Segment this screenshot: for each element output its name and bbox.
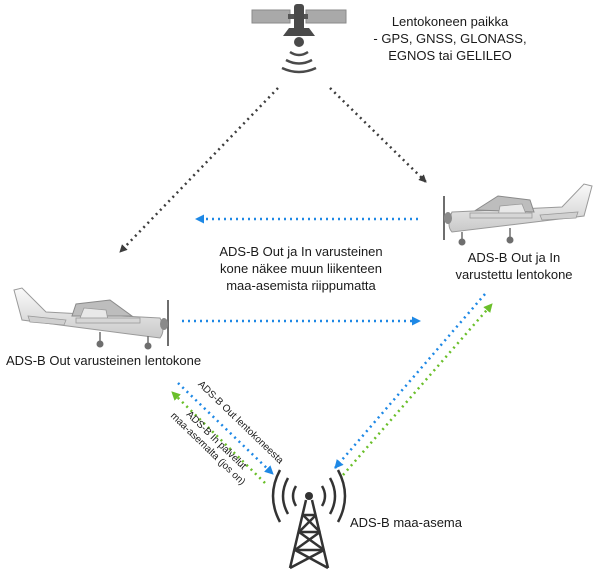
middle-note-line: ADS-B Out ja In varusteinen [219,244,383,259]
left-aircraft-label: ADS-B Out varusteinen lentokone [6,353,202,368]
satellite-label: Lentokoneen paikka - GPS, GNSS, GLONASS,… [350,13,550,64]
middle-note: ADS-B Out ja In varusteinen kone näkee m… [196,243,406,294]
link-station-to-left-aircraft [171,391,266,484]
link-right-aircraft-to-station [334,293,486,469]
satellite-label-line: Lentokoneen paikka [391,14,509,29]
right-aircraft-label-line: ADS-B Out ja In [467,250,561,265]
middle-note-line: maa-asemista riippumatta [226,278,376,293]
satellite-icon [251,4,347,74]
satellite-link-right [329,87,427,183]
link-station-to-right-aircraft [342,303,493,476]
ground-station-tower-icon [271,469,347,570]
right-aircraft-label: ADS-B Out ja In varustettu lentokone [444,249,584,283]
satellite-label-line: EGNOS tai GELILEO [388,48,512,63]
right-aircraft-label-line: varustettu lentokone [455,267,573,282]
middle-note-line: kone näkee muun liikenteen [220,261,382,276]
satellite-label-line: - GPS, GNSS, GLONASS, [373,31,527,46]
link-left-aircraft-to-station [177,382,274,475]
ground-station-label: ADS-B maa-asema [350,515,462,530]
satellite-link-left [119,87,279,253]
left-aircraft-icon [13,287,169,350]
right-aircraft-icon [443,183,593,246]
